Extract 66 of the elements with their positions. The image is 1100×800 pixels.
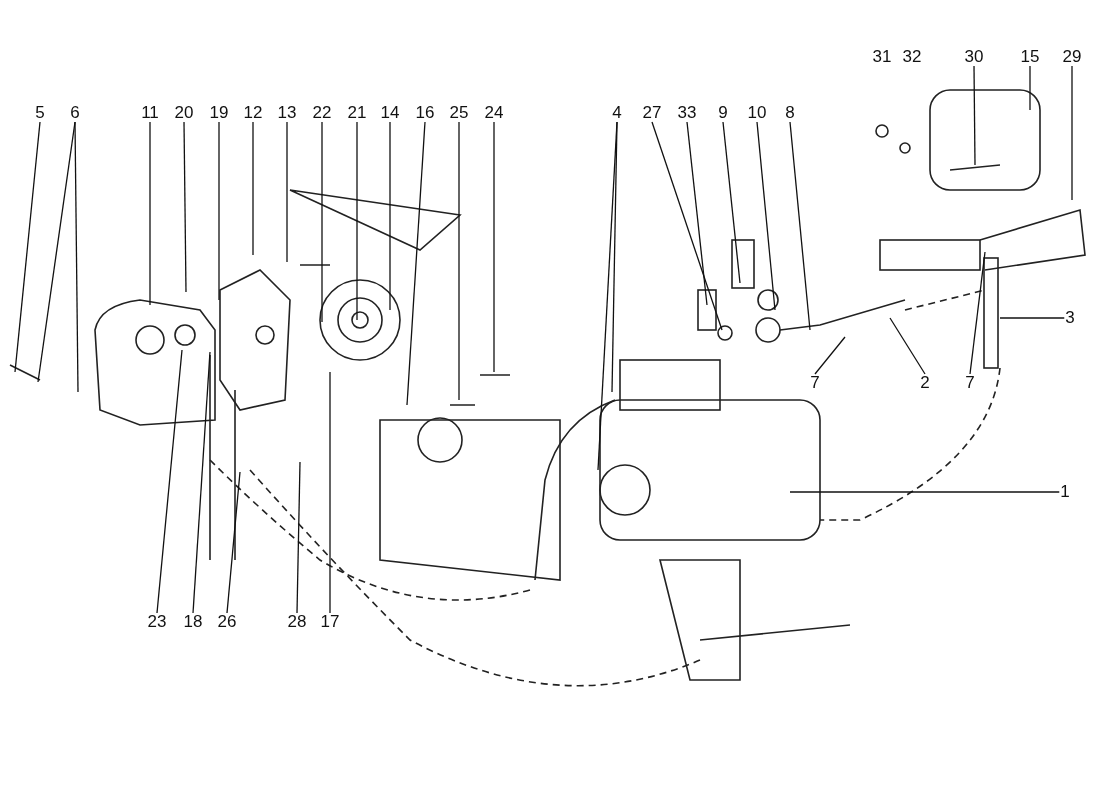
callout-number: 20	[173, 104, 195, 122]
leader-line	[999, 317, 1065, 319]
callout-number: 11	[140, 104, 160, 122]
leader-line	[969, 251, 986, 375]
callout-number: 1	[1059, 483, 1071, 501]
leader-line	[286, 121, 288, 263]
callout-number: 24	[483, 104, 505, 122]
leader-line	[756, 121, 776, 311]
callout-number: 21	[346, 104, 368, 122]
leader-line	[722, 121, 741, 284]
callout-number: 31	[871, 48, 893, 66]
leader-line	[218, 121, 220, 301]
callout-number: 2	[919, 374, 931, 392]
leader-line	[226, 471, 241, 614]
callout-number: 6	[69, 104, 81, 122]
callout-number: 32	[901, 48, 923, 66]
callout-number: 7	[809, 374, 821, 392]
callout-number: 3	[1064, 309, 1076, 327]
leader-line	[389, 121, 391, 311]
callout-number: 13	[276, 104, 298, 122]
leader-line	[156, 349, 183, 614]
callout-number: 19	[208, 104, 230, 122]
leader-line	[1071, 65, 1073, 201]
leader-line	[789, 491, 1060, 493]
callout-number: 27	[641, 104, 663, 122]
leader-line	[493, 121, 495, 373]
leader-line	[686, 121, 708, 306]
callout-number: 17	[319, 613, 341, 631]
callout-number: 16	[414, 104, 436, 122]
callout-number: 26	[216, 613, 238, 631]
leader-line	[789, 121, 811, 331]
callout-number: 28	[286, 613, 308, 631]
callout-number: 22	[311, 104, 333, 122]
leader-line	[889, 317, 926, 375]
leader-line	[74, 121, 79, 393]
callout-number: 29	[1061, 48, 1083, 66]
callout-number: 15	[1019, 48, 1041, 66]
callout-number: 25	[448, 104, 470, 122]
callout-number: 7	[964, 374, 976, 392]
callout-number: 14	[379, 104, 401, 122]
leader-line	[1029, 65, 1031, 111]
leader-line	[329, 371, 331, 614]
leader-line	[14, 121, 41, 373]
leader-line	[973, 65, 976, 166]
leader-line	[296, 461, 301, 614]
callout-number: 4	[611, 104, 623, 122]
callout-number: 18	[182, 613, 204, 631]
leader-line	[597, 121, 618, 471]
callout-number: 33	[676, 104, 698, 122]
leader-line	[192, 351, 211, 614]
callout-number: 10	[746, 104, 768, 122]
leader-line	[183, 121, 187, 293]
callout-number: 5	[34, 104, 46, 122]
leader-line	[252, 121, 254, 256]
callout-number: 12	[242, 104, 264, 122]
callout-number: 9	[717, 104, 729, 122]
leader-line	[356, 121, 358, 321]
leader-line	[458, 121, 460, 401]
callout-number: 23	[146, 613, 168, 631]
leader-line	[406, 121, 426, 406]
callout-number: 30	[963, 48, 985, 66]
leader-line	[321, 121, 323, 323]
leader-line	[651, 121, 723, 331]
leader-line	[149, 121, 151, 306]
leader-line	[814, 336, 846, 375]
callout-number: 8	[784, 104, 796, 122]
